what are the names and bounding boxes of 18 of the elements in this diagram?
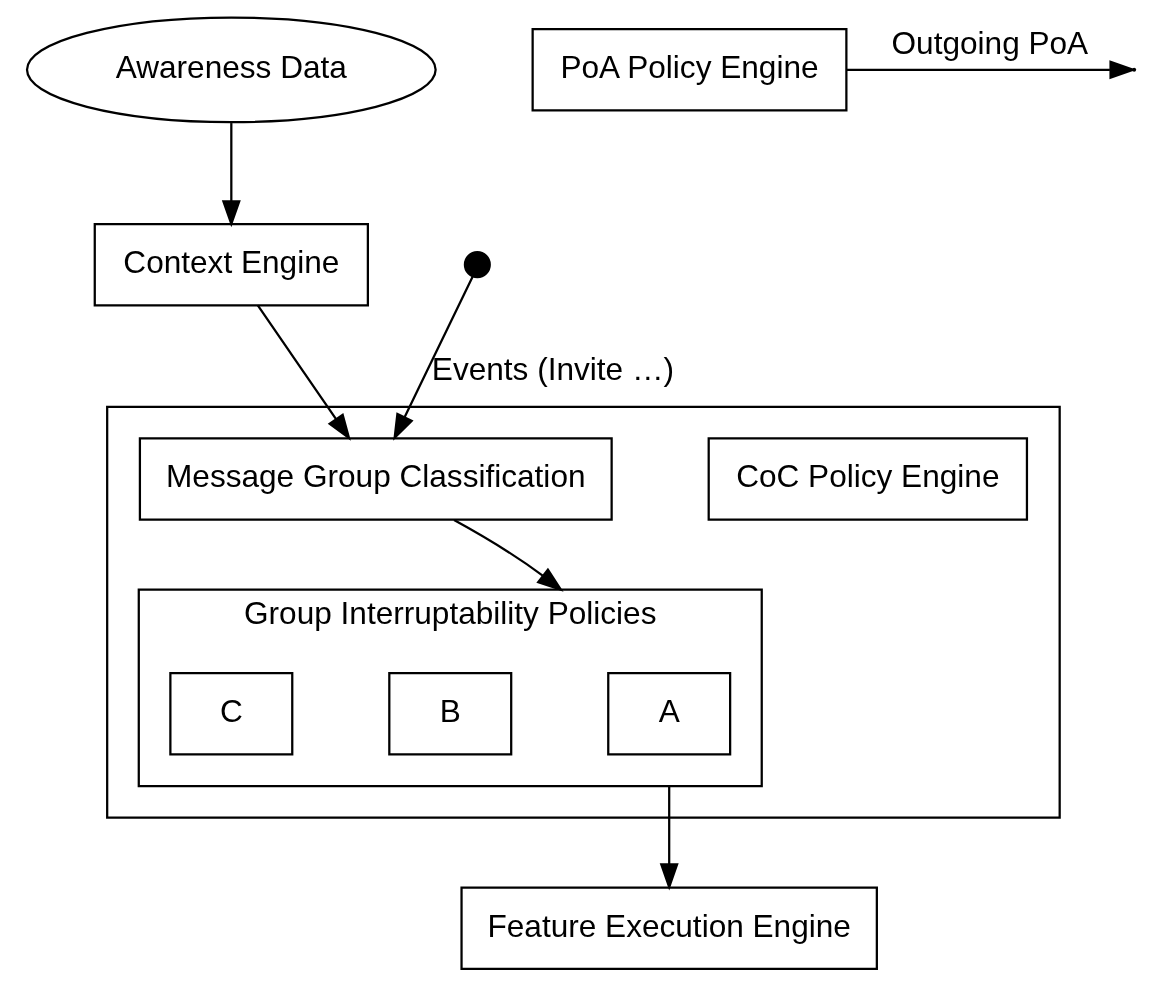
arrow [453,519,564,592]
node-box: Context Engine [93,222,369,307]
arrow [659,786,679,891]
node-box: A [606,672,731,756]
node-box: Message Group Classification [138,437,613,521]
node-box: PoA Policy Engine [531,28,847,112]
node-box: B [387,672,512,756]
cluster [105,405,1061,819]
arrow [392,276,474,441]
node-box: CoC Policy Engine [707,437,1028,521]
node-ellipse: Awareness Data [25,16,437,124]
node-box: C [168,672,293,756]
edge-label: Outgoing PoA [891,25,1088,62]
arrow [256,304,351,441]
node-circle [463,251,491,279]
arrow [221,123,241,228]
edge-label: Events (Invite …) [431,351,674,388]
node-box: Feature Execution Engine [459,886,878,970]
